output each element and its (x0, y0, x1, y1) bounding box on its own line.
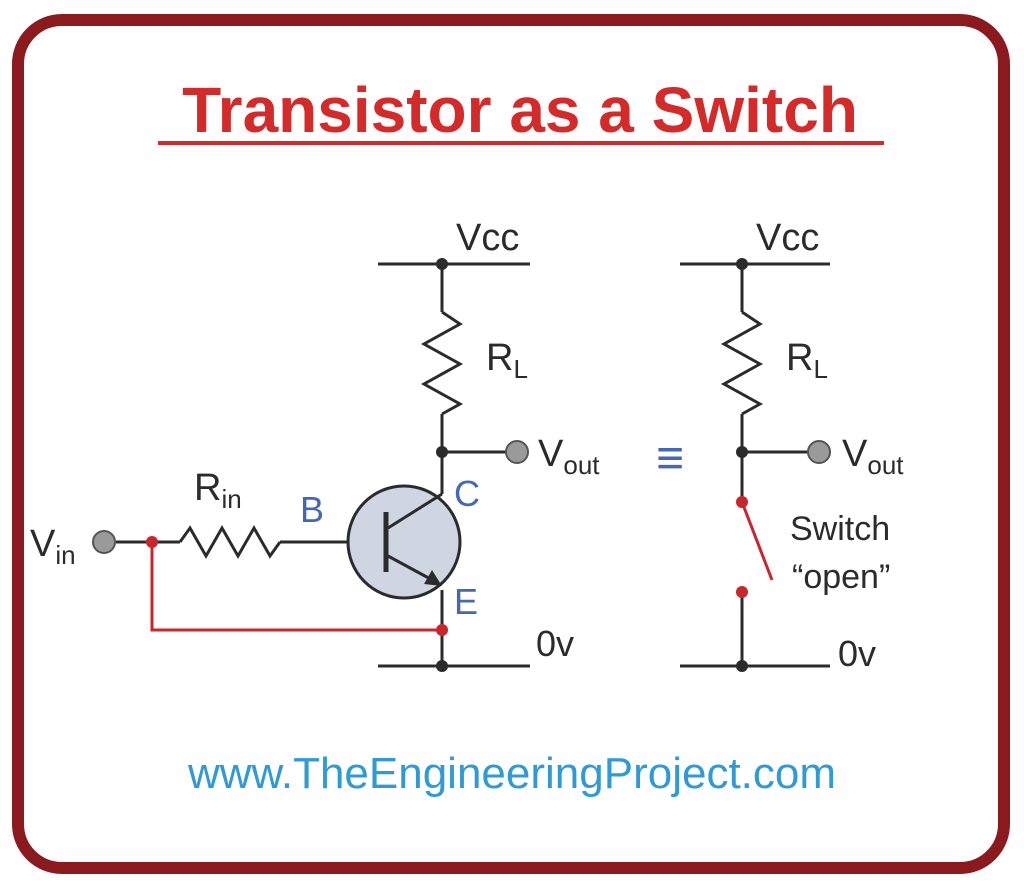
right-rl-sub: L (813, 354, 827, 384)
base-label: B (300, 489, 324, 530)
right-vcc-label: Vcc (756, 217, 819, 259)
terminal-icon (807, 440, 831, 464)
right-vout-main: V (842, 433, 868, 475)
website-url: www.TheEngineeringProject.com (187, 749, 836, 798)
left-vcc-label: Vcc (456, 217, 519, 259)
left-red-junction-dots (146, 536, 448, 636)
left-vin-label: Vin (30, 523, 76, 570)
switch-state-label: “open” (792, 558, 890, 596)
left-vout-sub: out (563, 450, 600, 480)
resistor-icon (178, 524, 282, 560)
terminal-icon (92, 530, 116, 554)
resistor-icon (420, 310, 464, 416)
left-vout-label: Vout (538, 433, 600, 480)
left-junction-dots (436, 258, 448, 672)
switch-icon (736, 496, 774, 598)
left-rl-sub: L (513, 354, 527, 384)
left-vin-main: V (30, 523, 56, 565)
left-vin-sub: in (55, 540, 75, 570)
right-junction-dots (736, 258, 748, 672)
collector-label: C (454, 473, 480, 514)
left-rin-main: R (194, 467, 221, 509)
equivalence-symbol: ≡ (656, 432, 684, 485)
terminal-icon (505, 440, 529, 464)
left-rl-main: R (486, 337, 513, 379)
left-vout-main: V (538, 433, 564, 475)
npn-transistor-icon (346, 484, 462, 600)
feedback-wire (150, 542, 442, 632)
switch-label: Switch (790, 510, 890, 548)
resistor-icon (720, 310, 764, 416)
emitter-label: E (454, 581, 478, 622)
right-circuit (680, 262, 830, 668)
left-rl-label: RL (486, 337, 528, 384)
right-ground-label: 0v (838, 633, 876, 674)
right-rl-label: RL (786, 337, 828, 384)
left-rin-label: Rin (194, 467, 242, 514)
right-vout-sub: out (867, 450, 904, 480)
right-vout-label: Vout (842, 433, 904, 480)
left-rin-sub: in (221, 484, 241, 514)
page-title: Transistor as a Switch (182, 74, 858, 146)
right-rl-main: R (786, 337, 813, 379)
left-ground-label: 0v (536, 623, 574, 664)
